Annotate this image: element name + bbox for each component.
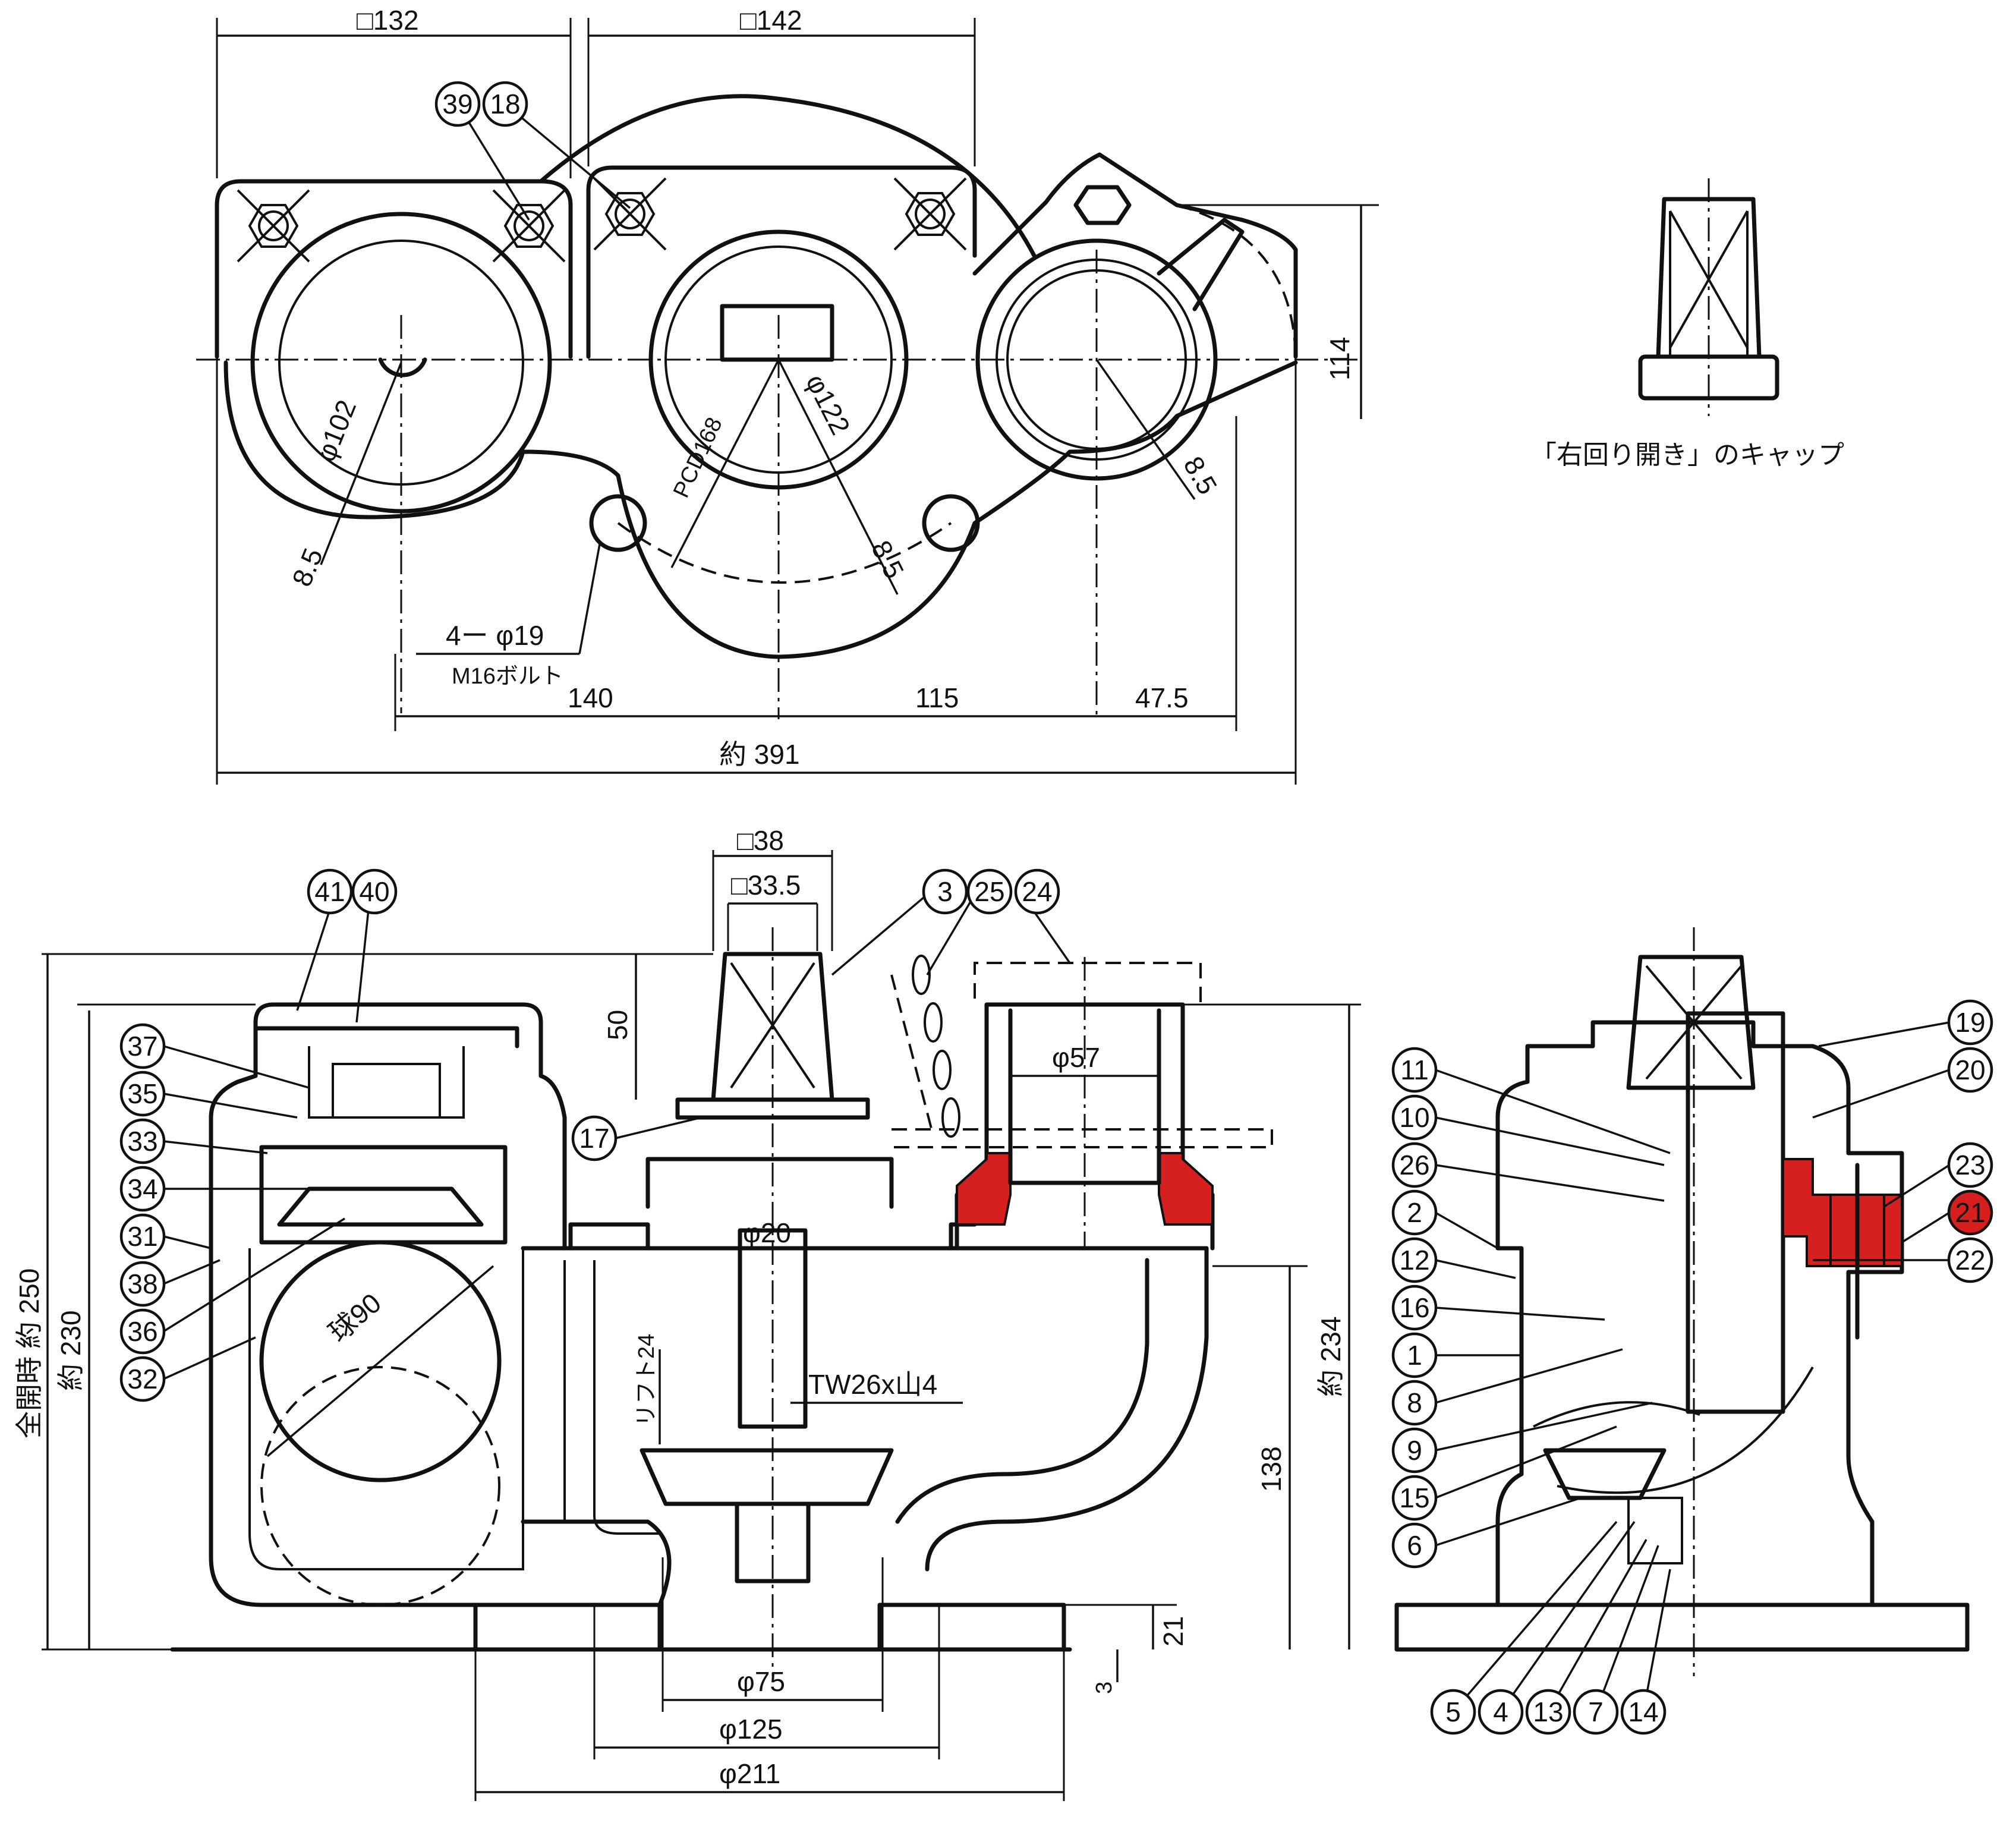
dim-391: 約 391 [719,739,800,770]
gasket-side-red [1782,1158,1903,1267]
dim-d125: φ125 [719,1714,783,1745]
part-1: 1 [1407,1340,1422,1371]
part-31: 31 [127,1221,158,1252]
cap-detail: 「右回り開き」のキャップ [1530,178,1844,470]
part-8: 8 [1407,1387,1422,1418]
dim-140: 140 [568,682,613,713]
dim-230: 約 230 [55,1310,86,1391]
gasket-left-red [956,1152,1012,1226]
part-19: 19 [1955,1007,1985,1038]
dim-234: 約 234 [1315,1316,1346,1397]
dim-21: 21 [1158,1616,1189,1646]
dim-sq38: □38 [737,825,784,856]
part-2: 2 [1407,1197,1422,1228]
plan-view: □132 □142 114 φ102 8.5 PCD168 φ122 8.5 8… [196,5,1379,785]
part-33: 33 [127,1126,158,1157]
part-9: 9 [1407,1435,1422,1466]
part-34: 34 [127,1173,158,1204]
dim-d211: φ211 [719,1758,780,1789]
dim-sq142: □142 [740,5,802,36]
dim-d102: φ102 [310,395,362,465]
part-38: 38 [127,1268,158,1299]
dim-sq132: □132 [357,5,419,36]
part-22: 22 [1955,1245,1985,1276]
part-20: 20 [1955,1054,1985,1085]
part-18: 18 [490,89,520,119]
dim-d20: φ20 [743,1217,791,1248]
part-21: 21 [1955,1197,1985,1228]
part-26: 26 [1399,1150,1429,1180]
dim-3: 3 [1092,1682,1117,1694]
part-41: 41 [314,876,345,907]
part-35: 35 [127,1078,158,1109]
nut-icon [593,177,667,251]
part-37: 37 [127,1031,158,1062]
dim-thread: TW26x山4 [808,1369,937,1400]
dim-115: 115 [915,682,959,713]
bolt-label: M16ボルト [452,664,563,689]
chain-icon [912,955,960,1138]
part-4: 4 [1493,1696,1508,1727]
part-3: 3 [937,876,953,907]
dim-d57: φ57 [1052,1042,1100,1073]
gasket-right-red [1158,1152,1214,1226]
dim-lift24: リフト24 [634,1334,659,1427]
part-40: 40 [359,876,389,907]
part-16: 16 [1399,1292,1429,1323]
part-10: 10 [1399,1102,1429,1133]
part-39: 39 [442,89,472,119]
part-24: 24 [1022,876,1052,907]
part-callouts: 39 18 41 40 37 35 33 34 31 38 36 32 17 3… [119,81,1993,1735]
part-7: 7 [1588,1696,1604,1727]
part-36: 36 [127,1316,158,1347]
dim-50: 50 [602,1010,633,1040]
part-13: 13 [1533,1696,1563,1727]
dim-c85-a: 8.5 [286,544,329,591]
part-12: 12 [1399,1245,1429,1276]
dim-4-d19: 4ー φ19 [446,620,544,651]
nut-icon [492,189,566,263]
part-5: 5 [1445,1696,1461,1727]
dim-c85-c: 8.5 [1177,451,1223,499]
dim-sq33-5: □33.5 [731,870,801,901]
dim-250: 全開時 約 250 [14,1268,45,1438]
part-25: 25 [974,876,1004,907]
dim-d75: φ75 [737,1666,785,1697]
nut-icon [237,189,310,263]
part-23: 23 [1955,1150,1985,1180]
dim-pcd168: PCD168 [669,414,727,502]
part-11: 11 [1400,1054,1429,1085]
cap-caption: 「右回り開き」のキャップ [1530,440,1844,470]
nut-icon [893,177,967,251]
side-view [1394,927,1970,1676]
part-6: 6 [1407,1530,1422,1561]
part-17: 17 [579,1123,609,1154]
dim-138: 138 [1256,1446,1287,1492]
section-view: □38 □33.5 50 φ57 φ20 球90 リフト24 TW26x山4 全… [14,825,1361,1801]
part-32: 32 [127,1364,158,1394]
dim-ball90: 球90 [323,1287,387,1348]
dim-d122: φ122 [800,369,856,440]
dim-114: 114 [1324,337,1355,380]
dim-47-5: 47.5 [1135,682,1189,713]
part-14: 14 [1628,1696,1658,1727]
part-15: 15 [1399,1482,1429,1513]
